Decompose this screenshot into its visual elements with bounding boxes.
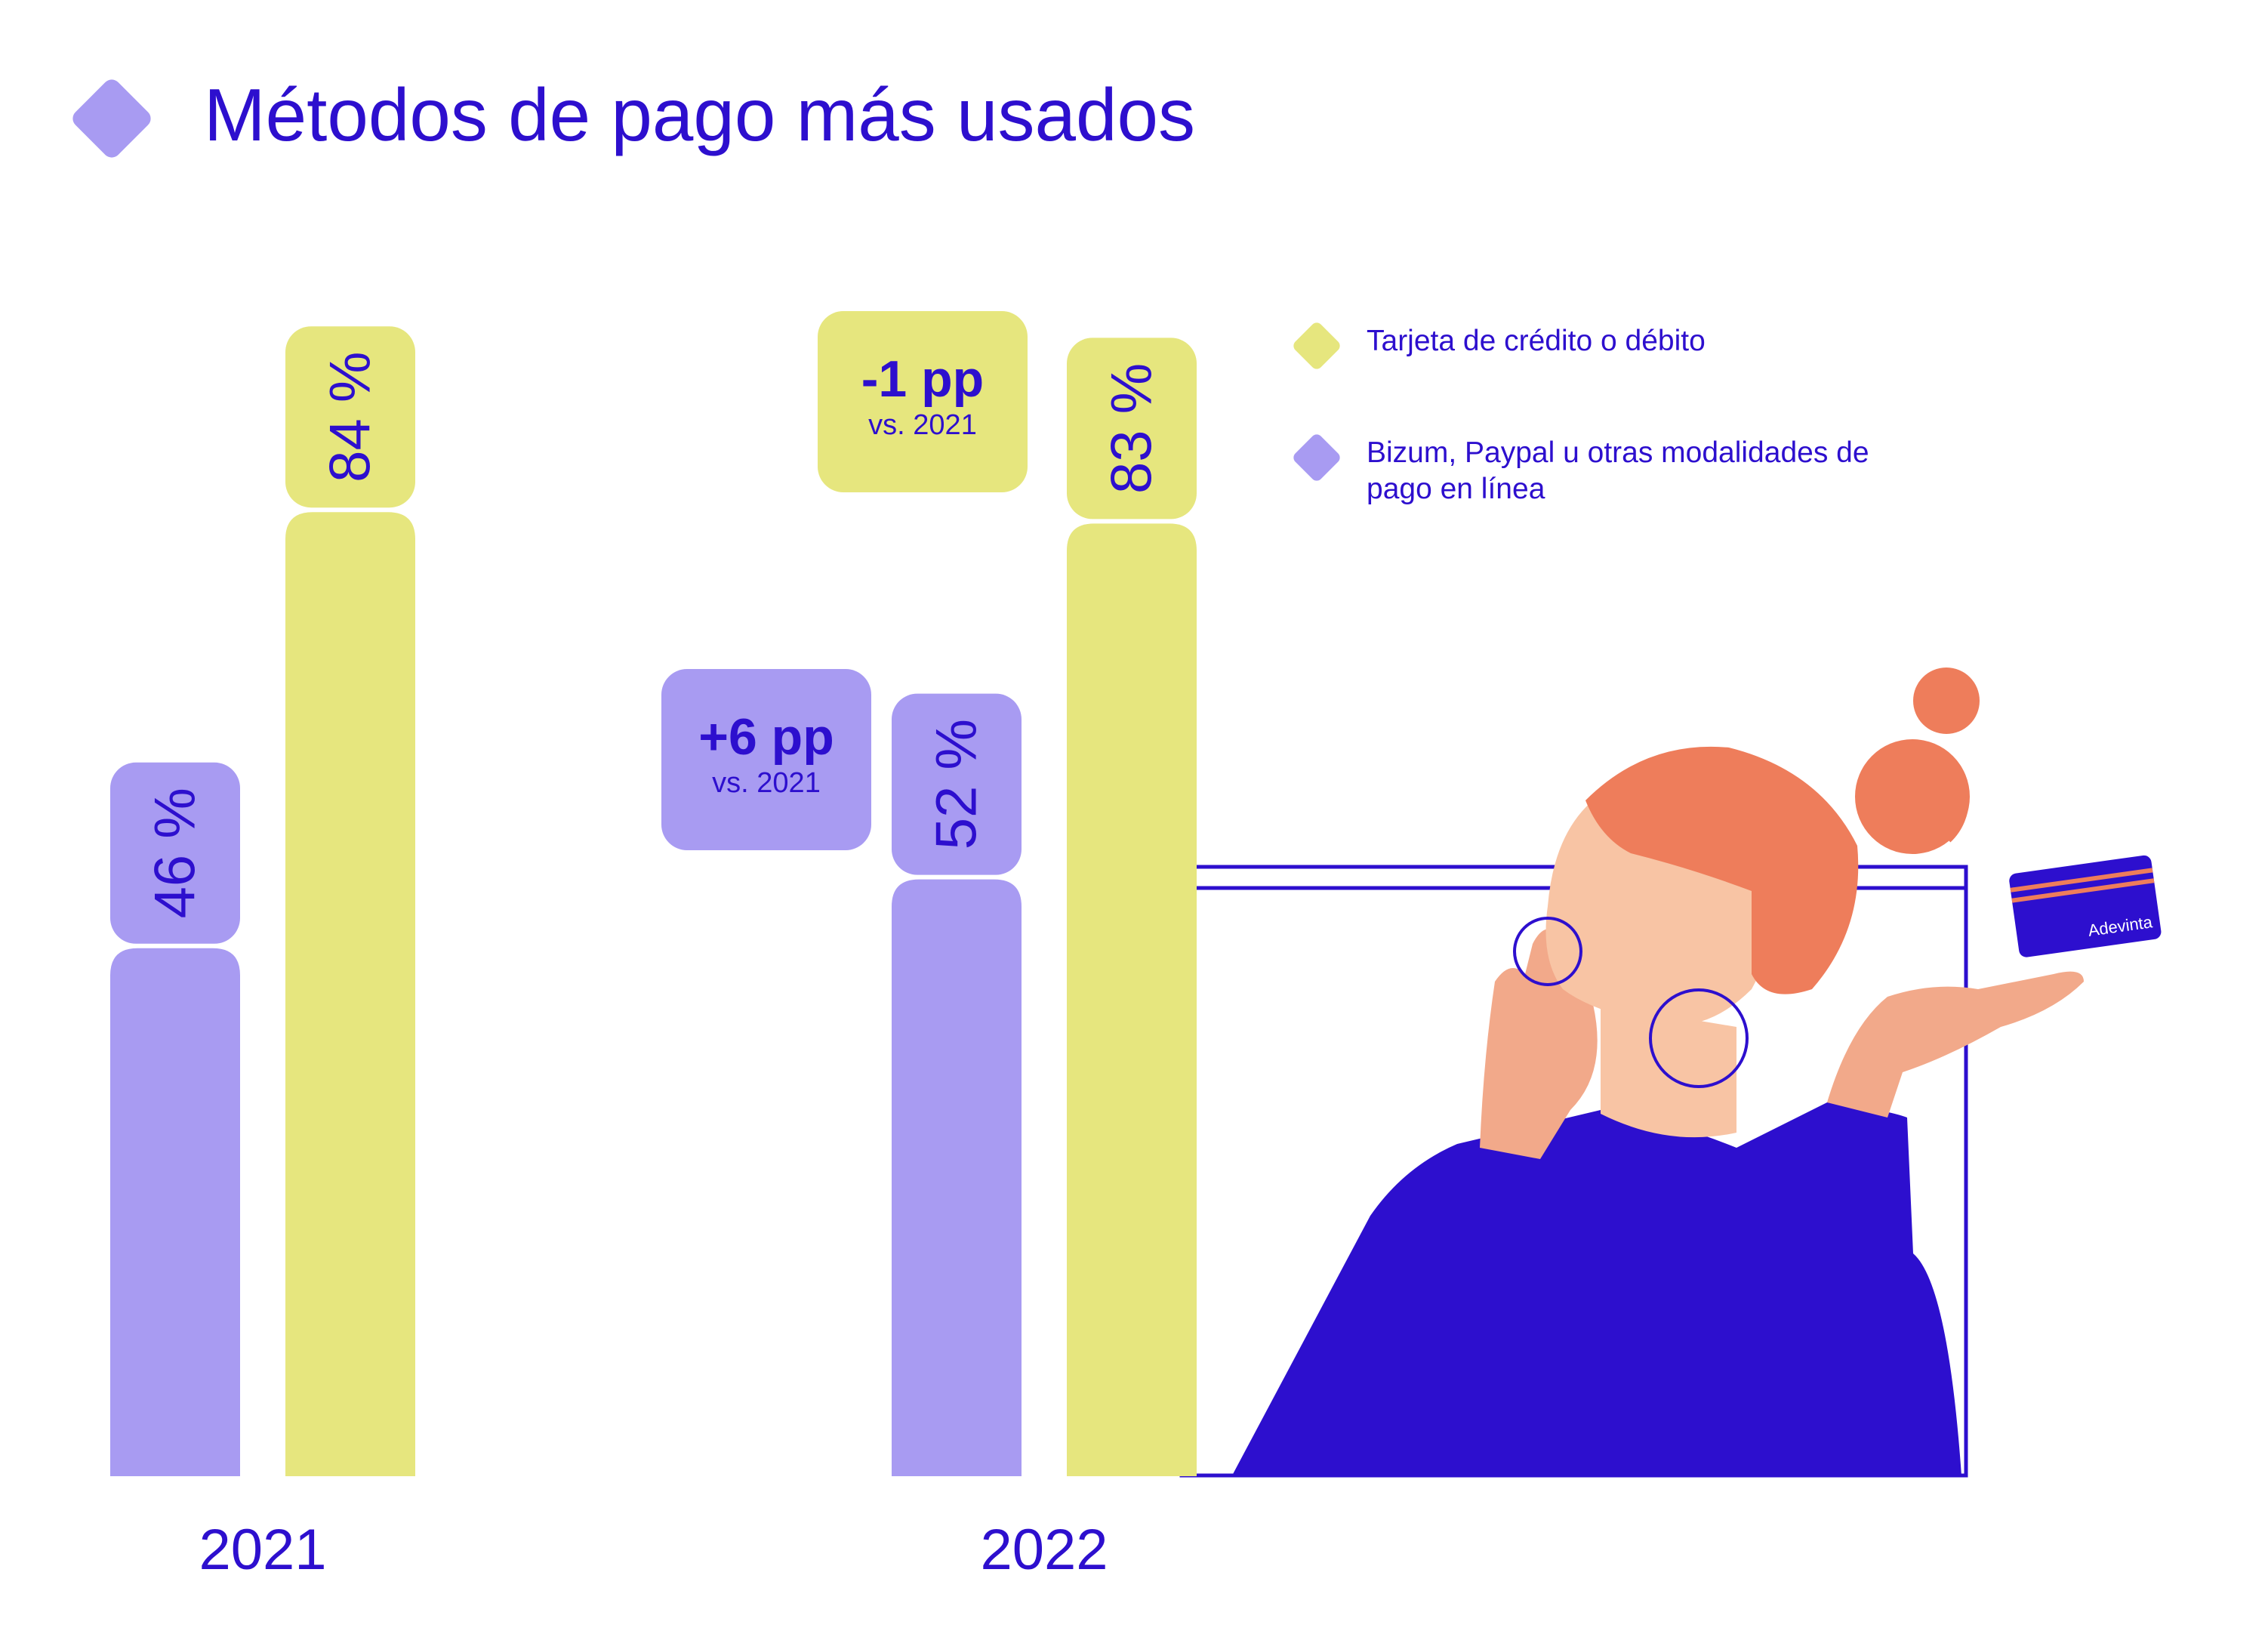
value-label-card-2021: 84 % [319,352,383,483]
x-tick-label-2021: 2021 [199,1518,326,1582]
bars-group: 46 % 84 % 52 % 83 % [110,326,1197,1477]
value-label-box-online-2022 [892,693,1022,875]
legend-swatch-card [1291,320,1342,372]
bar-card-2021 [285,512,415,1477]
value-label-box-online-2021 [110,762,240,944]
callout-online-note: vs. 2021 [712,767,821,799]
callout-online-change: +6 pp vs. 2021 [661,669,871,850]
callout-card-change: -1 pp vs. 2021 [818,311,1028,492]
x-tick-label-2022: 2022 [980,1518,1108,1582]
bar-online-2021 [110,948,240,1476]
value-label-box-card-2021 [285,326,415,508]
earring-left [1513,917,1582,986]
legend-label-card: Tarjeta de crédito o débito [1367,325,1706,357]
sweater [1232,1102,1961,1475]
bar-card-2022 [1067,523,1197,1476]
credit-card: Adevinta [2009,855,2162,957]
hair [1585,746,1859,994]
legend-item-online: Bizum, Paypal u otras modalidades de pag… [1291,432,1880,507]
value-label-online-2021: 46 % [143,788,208,918]
callout-online-value: +6 pp [698,708,834,766]
floating-circle-small [1913,668,1980,734]
callout-card-note: vs. 2021 [868,409,977,441]
woman-with-card-illustration: Adevinta [1179,668,2162,1478]
x-axis-labels: 2021 2022 [199,1518,1108,1582]
floating-circle-large [1855,739,1970,854]
value-label-online-2022: 52 % [925,719,989,849]
legend-label-online: Bizum, Paypal u otras modalidades de pag… [1367,436,1869,505]
value-label-box-card-2022 [1067,338,1197,520]
neck [1601,1004,1736,1138]
value-label-card-2022: 83 % [1100,363,1164,494]
callout-card-value: -1 pp [861,350,985,408]
legend-item-card: Tarjeta de crédito o débito [1291,320,1895,372]
bar-online-2022 [892,879,1022,1476]
page-title: Métodos de pago más usados [204,73,1195,156]
earring-right [1649,988,1749,1088]
right-arm [1827,971,2084,1118]
legend-swatch-online [1291,432,1342,483]
